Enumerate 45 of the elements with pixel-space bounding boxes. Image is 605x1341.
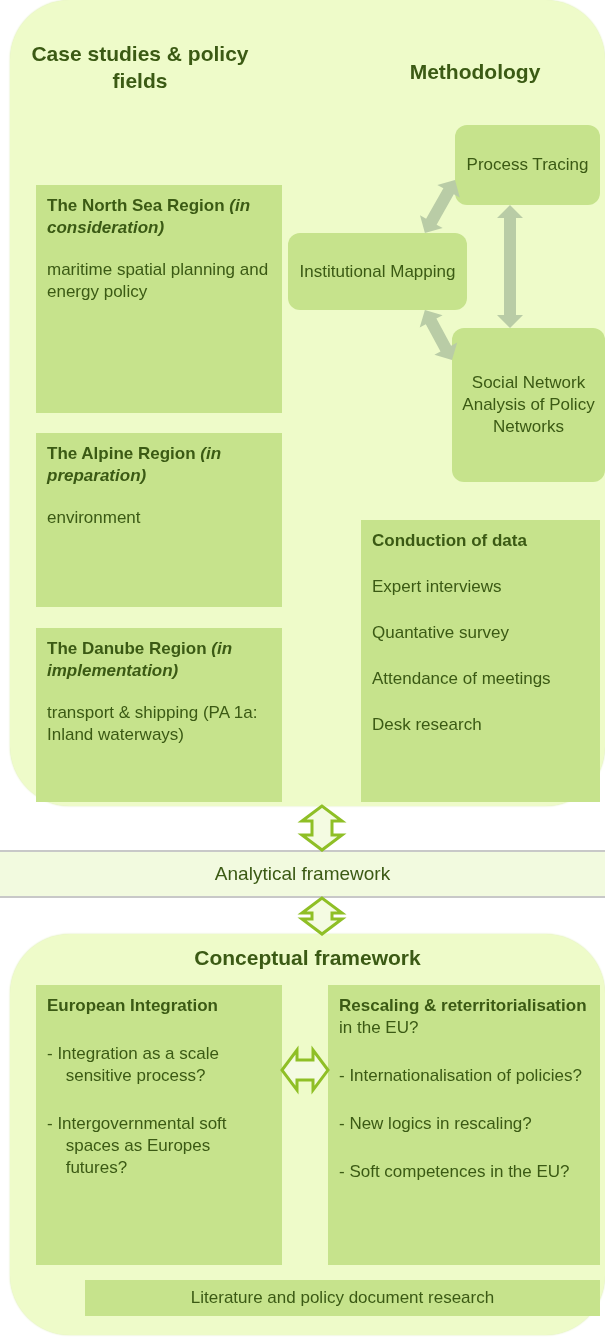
box-text: - Internationalisation of policies? (339, 1065, 583, 1087)
box-text: transport & shipping (PA 1a: Inland waterways) (47, 702, 259, 746)
box-heading: The Alpine Region (in preparation) (47, 443, 223, 487)
double-arrow (280, 1045, 330, 1095)
box-text: environment (47, 507, 142, 529)
band-text: Analytical framework (214, 863, 391, 885)
method-box (452, 328, 605, 482)
box-text: - Intergovernmental soft spaces as Europes futures? (47, 1113, 228, 1179)
section-heading: Conceptual framework (193, 945, 422, 971)
box-text: Desk research (372, 714, 483, 736)
box-heading: Conduction of data (372, 530, 528, 552)
double-arrow (297, 896, 347, 936)
double-arrow (297, 804, 347, 852)
method-text: Social Network Analysis of Policy Networks (461, 372, 596, 438)
section-heading: Methodology (408, 59, 542, 85)
method-text: Process Tracing (466, 154, 589, 176)
section-panel (10, 934, 605, 1335)
content-box (328, 985, 600, 1265)
box-text: Attendance of meetings (372, 668, 552, 690)
section-heading: Case studies & policy fields (30, 41, 250, 94)
box-heading: Rescaling & reterritorialisation in the EU? (339, 995, 588, 1039)
content-box (36, 433, 282, 607)
box-heading: The Danube Region (in implementation) (47, 638, 234, 682)
box-text: - Integration as a scale sensitive process? (47, 1043, 220, 1087)
double-arrow (420, 180, 460, 233)
box-text: - New logics in rescaling? (339, 1113, 533, 1135)
box-text: Quantative survey (372, 622, 510, 644)
framework-band (0, 850, 605, 898)
box-text: maritime spatial planning and energy policy (47, 259, 270, 303)
research-box (85, 1280, 600, 1316)
box-text: Literature and policy document research (190, 1287, 495, 1309)
method-box (455, 125, 600, 205)
method-box (288, 233, 467, 310)
content-box (36, 985, 282, 1265)
box-text: Expert interviews (372, 576, 503, 598)
content-box (36, 628, 282, 802)
box-heading: European Integration (47, 995, 219, 1017)
box-heading: The North Sea Region (in consideration) (47, 195, 252, 239)
content-box (36, 185, 282, 413)
box-text: - Soft competences in the EU? (339, 1161, 571, 1183)
method-text: Institutional Mapping (299, 260, 456, 283)
content-box (361, 520, 600, 802)
double-arrow (419, 310, 458, 360)
double-arrow (497, 205, 523, 328)
section-panel (10, 0, 605, 806)
